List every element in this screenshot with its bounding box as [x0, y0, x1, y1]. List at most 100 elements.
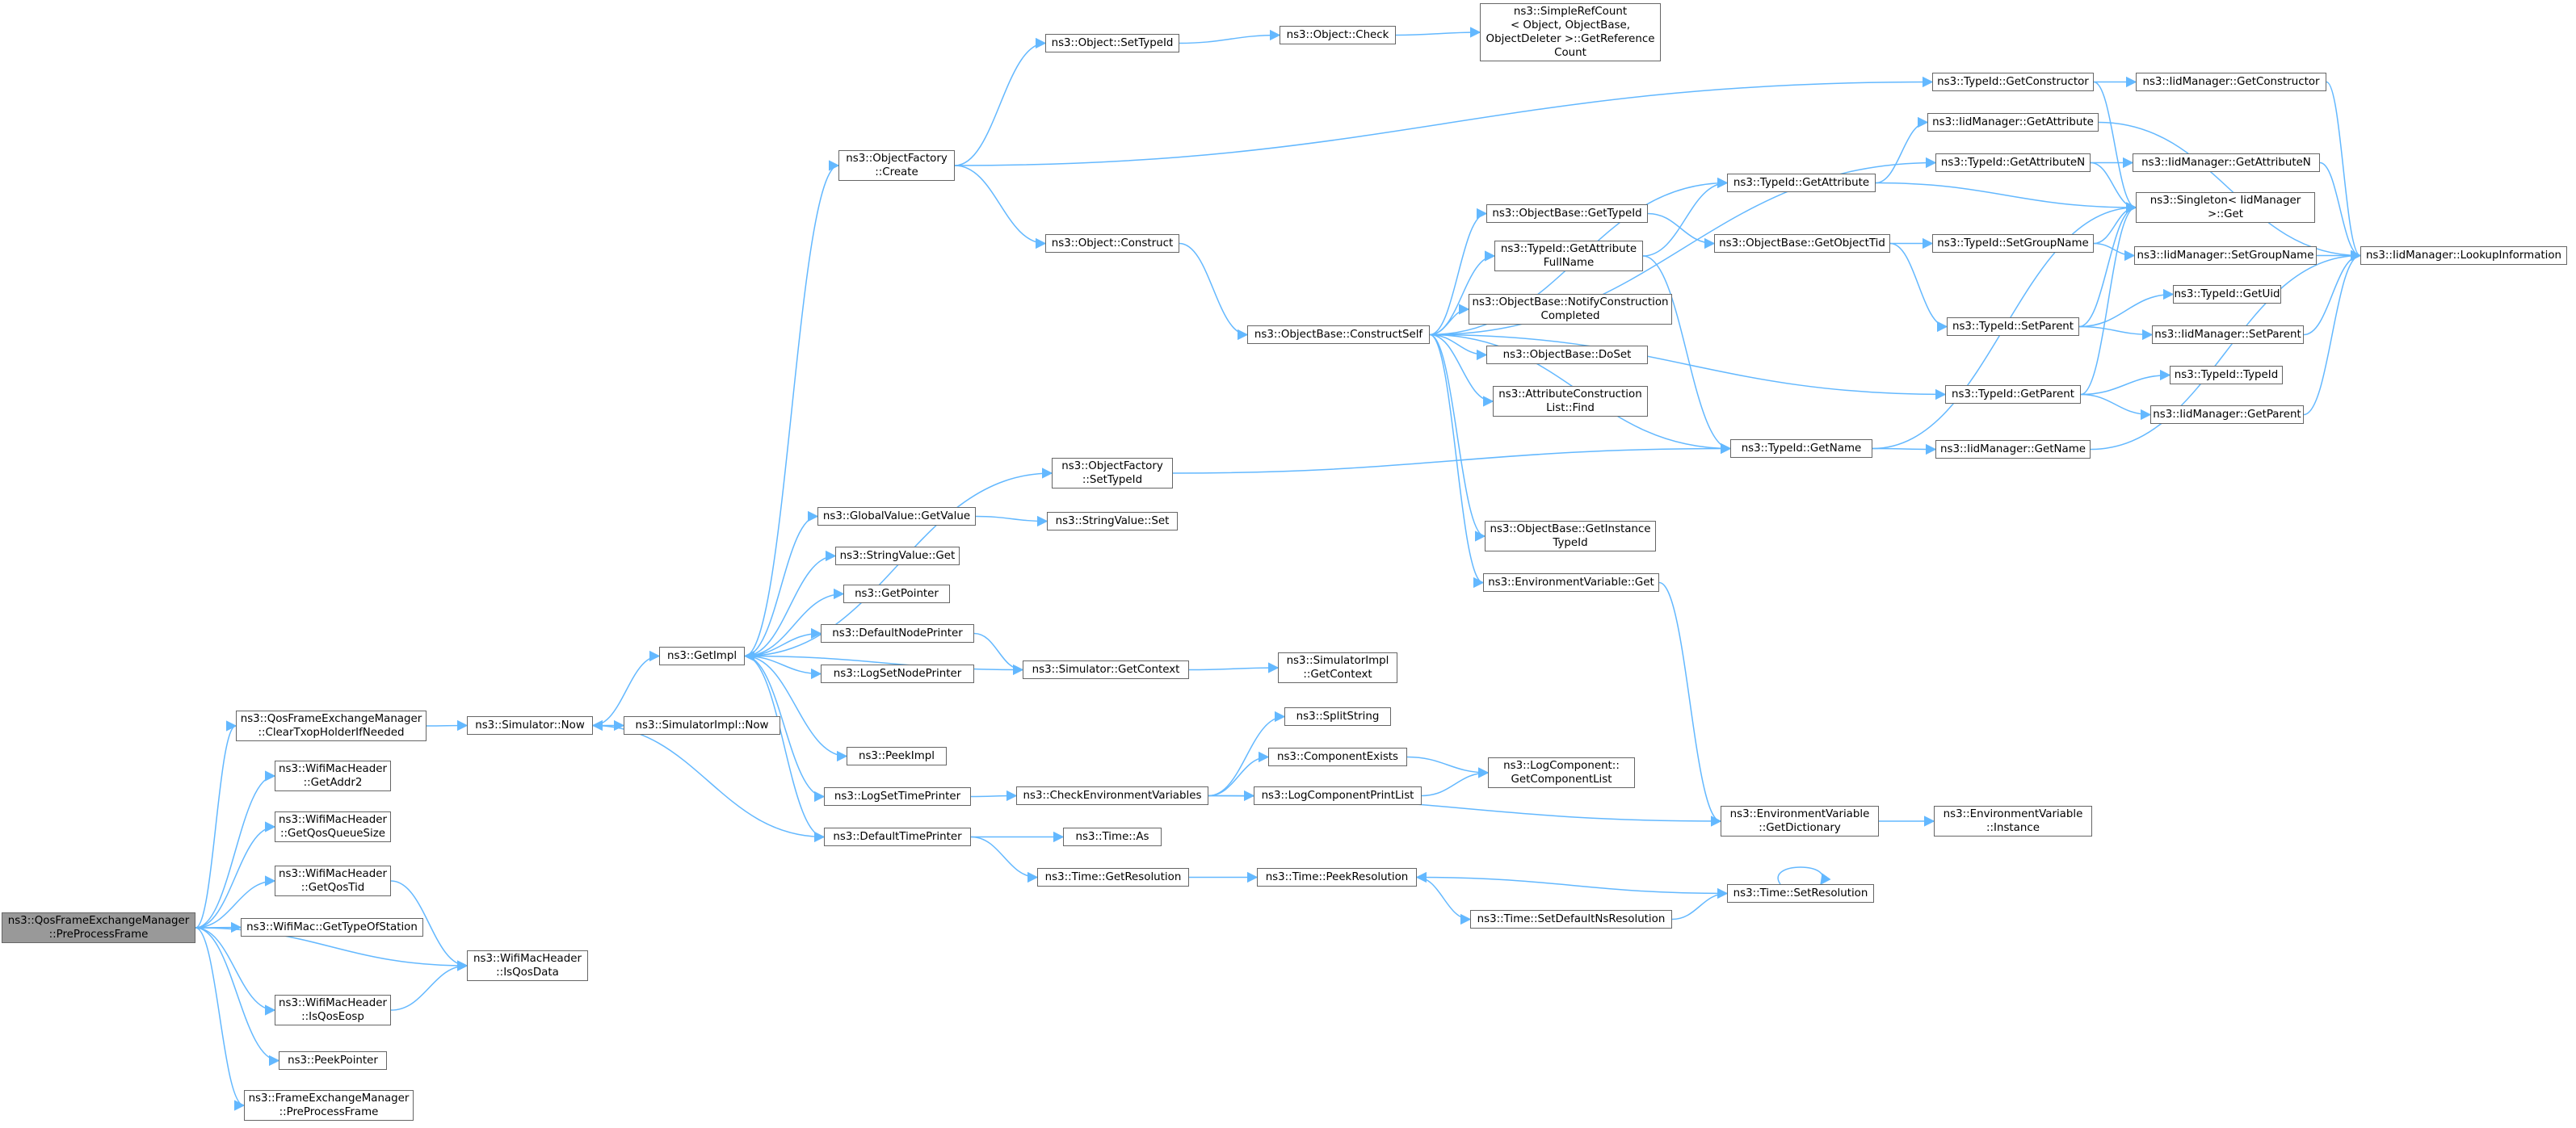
node-is-qos-data[interactable]: ns3::WifiMacHeader::IsQosData	[467, 950, 588, 981]
node-iid-set-group-name[interactable]: ns3::IidManager::SetGroupName	[2134, 246, 2317, 265]
edge-typeIdGetParent-singletonGet	[2080, 202, 2137, 396]
edge-simNow-getImpl	[592, 650, 661, 727]
node-object-set-type-id[interactable]: ns3::Object::SetTypeId	[1045, 34, 1179, 52]
node-simulatorimpl-get-context[interactable]: ns3::SimulatorImpl::GetContext	[1278, 652, 1397, 683]
edge-globalGetValue-stringValueSet	[975, 515, 1048, 527]
edge-typeIdGetAttrFullName-typeIdGetAttribute	[1642, 177, 1729, 257]
node-get-impl[interactable]: ns3::GetImpl	[659, 647, 745, 665]
edge-isQosEosp-isQosData	[390, 960, 469, 1011]
node-iid-get-name[interactable]: ns3::IidManager::GetName	[1935, 440, 2091, 459]
edge-objFactorySetTypeId-typeIdGetName	[1172, 442, 1732, 474]
edge-clearTxop-simNow	[426, 719, 469, 732]
node-string-value-get[interactable]: ns3::StringValue::Get	[835, 547, 960, 565]
edge-getImpl-objFactoryCreate	[744, 160, 840, 657]
node-get-object-tid[interactable]: ns3::ObjectBase::GetObjectTid	[1714, 234, 1890, 253]
node-get-type-of-station[interactable]: ns3::WifiMac::GetTypeOfStation	[241, 918, 423, 937]
node-singleton-get[interactable]: ns3::Singleton< IidManager >::Get	[2136, 192, 2315, 223]
edge-constructSelf-envGet	[1429, 333, 1485, 589]
node-simple-ref-count[interactable]: ns3::SimpleRefCount< Object, ObjectBase,…	[1480, 3, 1661, 61]
edge-objFactoryCreate-objSetTypeId	[954, 37, 1047, 166]
node-construct-self[interactable]: ns3::ObjectBase::ConstructSelf	[1247, 325, 1430, 344]
edge-objConstruct-constructSelf	[1179, 242, 1249, 341]
edge-constructSelf-objBaseGetTypeId	[1429, 208, 1488, 336]
node-simulator-get-context[interactable]: ns3::Simulator::GetContext	[1023, 660, 1189, 679]
node-fem-preprocessframe[interactable]: ns3::FrameExchangeManager::PreProcessFra…	[244, 1090, 414, 1121]
node-iid-get-attribute-n[interactable]: ns3::IidManager::GetAttributeN	[2133, 153, 2320, 172]
node-simulatorimpl-now[interactable]: ns3::SimulatorImpl::Now	[624, 716, 780, 735]
node-check-environment-variables[interactable]: ns3::CheckEnvironmentVariables	[1016, 786, 1208, 805]
edge-logComponentPrintList-getComponentList	[1421, 767, 1490, 797]
node-set-default-ns-resolution[interactable]: ns3::Time::SetDefaultNsResolution	[1470, 910, 1672, 929]
node-object-check[interactable]: ns3::Object::Check	[1280, 26, 1396, 44]
node-log-set-node-printer[interactable]: ns3::LogSetNodePrinter	[821, 665, 974, 683]
edge-iidGetParent-lookupInformation	[2303, 250, 2362, 416]
edge-constructSelf-attrConstructionFind	[1429, 333, 1494, 407]
node-split-string[interactable]: ns3::SplitString	[1284, 707, 1391, 726]
node-log-set-time-printer[interactable]: ns3::LogSetTimePrinter	[824, 787, 971, 806]
node-default-time-printer[interactable]: ns3::DefaultTimePrinter	[824, 828, 971, 846]
node-iid-get-attribute[interactable]: ns3::IidManager::GetAttribute	[1927, 113, 2099, 132]
node-component-exists[interactable]: ns3::ComponentExists	[1268, 748, 1407, 766]
edge-objBaseGetTypeId-getObjectTid	[1647, 212, 1716, 250]
node-get-addr2[interactable]: ns3::WifiMacHeader::GetAddr2	[275, 761, 391, 791]
edge-logSetTimePrinter-checkEnvVars	[970, 790, 1018, 802]
edge-constructSelf-getInstanceTypeId	[1429, 333, 1486, 542]
edge-root-getQosQueueSize	[195, 821, 276, 929]
node-objectbase-do-set[interactable]: ns3::ObjectBase::DoSet	[1486, 346, 1648, 364]
node-peek-impl[interactable]: ns3::PeekImpl	[847, 747, 947, 765]
edge-constructSelf-typeIdGetAttributeN	[1429, 157, 1937, 336]
node-get-pointer[interactable]: ns3::GetPointer	[843, 585, 950, 603]
node-iid-set-parent[interactable]: ns3::IidManager::SetParent	[2152, 325, 2304, 344]
node-typeid-get-uid[interactable]: ns3::TypeId::GetUid	[2173, 285, 2281, 304]
node-typeid-get-parent[interactable]: ns3::TypeId::GetParent	[1945, 385, 2081, 404]
node-typeid-get-attribute[interactable]: ns3::TypeId::GetAttribute	[1727, 174, 1876, 192]
node-object-construct[interactable]: ns3::Object::Construct	[1045, 234, 1179, 253]
node-object-factory-set-type-id[interactable]: ns3::ObjectFactory::SetTypeId	[1052, 458, 1173, 489]
edge-timePeekResolution-setDefaultNsRes	[1416, 876, 1472, 925]
node-typeid-get-constructor[interactable]: ns3::TypeId::GetConstructor	[1932, 73, 2094, 91]
edge-constructSelf-notifyConstruction	[1429, 304, 1470, 336]
node-log-component-print-list[interactable]: ns3::LogComponentPrintList	[1254, 786, 1422, 805]
node-typeid-set-parent[interactable]: ns3::TypeId::SetParent	[1947, 317, 2079, 336]
node-get-qos-queue-size[interactable]: ns3::WifiMacHeader::GetQosQueueSize	[275, 811, 391, 842]
node-objectbase-get-type-id[interactable]: ns3::ObjectBase::GetTypeId	[1486, 204, 1648, 223]
edge-getImpl-globalGetValue	[744, 510, 819, 657]
edge-timeSetResolution-timePeekResolution	[1415, 871, 1728, 895]
node-get-qos-tid[interactable]: ns3::WifiMacHeader::GetQosTid	[275, 866, 391, 896]
node-typeid-set-group-name[interactable]: ns3::TypeId::SetGroupName	[1932, 234, 2094, 253]
node-typeid-get-attribute-n[interactable]: ns3::TypeId::GetAttributeN	[1935, 153, 2091, 172]
node-clear-txop-holder[interactable]: ns3::QosFrameExchangeManager::ClearTxopH…	[236, 711, 427, 741]
node-object-factory-create[interactable]: ns3::ObjectFactory::Create	[838, 150, 955, 181]
node-string-value-set[interactable]: ns3::StringValue::Set	[1047, 512, 1178, 530]
node-lookup-information[interactable]: ns3::IidManager::LookupInformation	[2360, 246, 2567, 265]
node-typeid-typeid[interactable]: ns3::TypeId::TypeId	[2170, 366, 2283, 384]
edge-getObjectTid-typeIdSetParent	[1889, 242, 1948, 333]
node-env-get-dictionary[interactable]: ns3::EnvironmentVariable::GetDictionary	[1721, 806, 1879, 837]
node-peek-pointer[interactable]: ns3::PeekPointer	[279, 1051, 387, 1070]
node-time-as[interactable]: ns3::Time::As	[1063, 828, 1162, 846]
node-qos-fem-preprocessframe: ns3::QosFrameExchangeManager::PreProcess…	[2, 912, 195, 943]
edge-iidGetAttributeN-lookupInformation	[2319, 161, 2362, 262]
edge-root-isQosData	[195, 927, 469, 971]
node-is-qos-eosp[interactable]: ns3::WifiMacHeader::IsQosEosp	[275, 995, 391, 1025]
node-global-value-get-value[interactable]: ns3::GlobalValue::GetValue	[817, 507, 976, 526]
node-environment-variable-get[interactable]: ns3::EnvironmentVariable::Get	[1483, 573, 1659, 592]
node-time-peek-resolution[interactable]: ns3::Time::PeekResolution	[1257, 868, 1417, 887]
edge-getImpl-stringValueGet	[744, 550, 837, 657]
node-typeid-get-name[interactable]: ns3::TypeId::GetName	[1730, 439, 1872, 458]
node-simulator-now[interactable]: ns3::Simulator::Now	[467, 716, 593, 735]
node-iid-get-constructor[interactable]: ns3::IidManager::GetConstructor	[2136, 73, 2326, 91]
node-get-component-list[interactable]: ns3::LogComponent::GetComponentList	[1488, 757, 1635, 788]
node-env-instance[interactable]: ns3::EnvironmentVariable::Instance	[1934, 806, 2092, 837]
node-time-get-resolution[interactable]: ns3::Time::GetResolution	[1037, 868, 1189, 887]
edge-root-clearTxop	[195, 720, 237, 929]
node-default-node-printer[interactable]: ns3::DefaultNodePrinter	[821, 624, 974, 643]
edge-typeIdGetName-iidGetName	[1872, 443, 1937, 455]
node-iid-get-parent[interactable]: ns3::IidManager::GetParent	[2150, 405, 2304, 424]
edge-root-getQosTid	[195, 875, 276, 929]
node-time-set-resolution[interactable]: ns3::Time::SetResolution	[1727, 884, 1874, 903]
